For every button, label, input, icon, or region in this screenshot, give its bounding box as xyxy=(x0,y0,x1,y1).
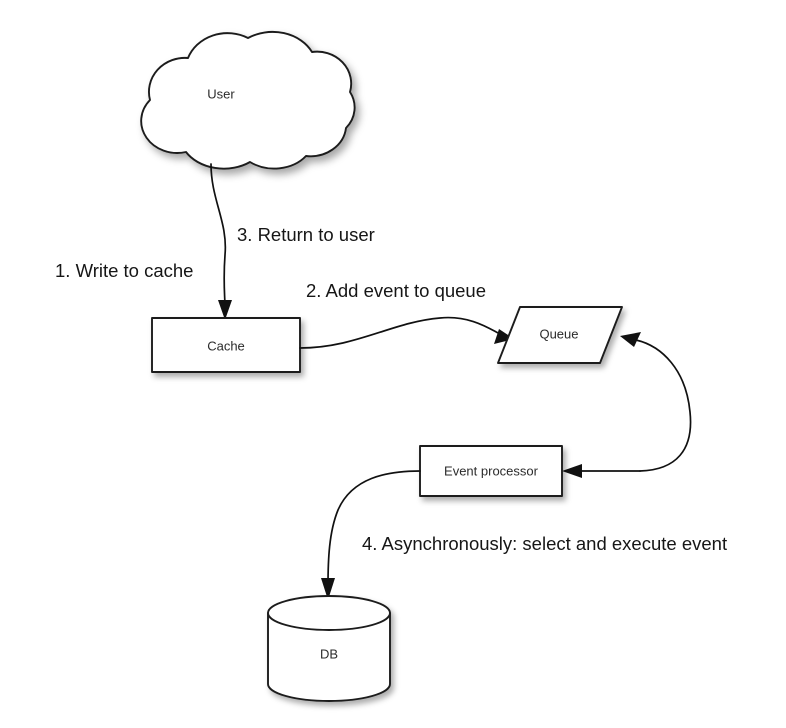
node-queue-label: Queue xyxy=(539,326,578,341)
step-label-1: 1. Write to cache xyxy=(55,260,193,281)
node-db-label: DB xyxy=(320,646,338,661)
edge-processor-to-queue xyxy=(620,332,692,472)
arrowhead-queue-to-processor xyxy=(562,464,582,478)
node-event-processor-label: Event processor xyxy=(444,463,539,478)
step-label-2: 2. Add event to queue xyxy=(306,280,486,301)
node-event-processor[interactable]: Event processor xyxy=(419,445,563,497)
edge-processor-to-db xyxy=(321,470,421,600)
step-label-3: 3. Return to user xyxy=(237,224,375,245)
arrowhead-processor-to-db xyxy=(321,578,335,600)
edge-cache-to-queue xyxy=(299,316,514,349)
node-cache-label: Cache xyxy=(207,338,245,353)
node-user-label: User xyxy=(207,86,235,101)
node-user[interactable]: User xyxy=(140,30,356,170)
node-cache[interactable]: Cache xyxy=(151,317,301,373)
arrowhead-user-to-cache xyxy=(218,300,232,320)
step-label-4: 4. Asynchronously: select and execute ev… xyxy=(362,533,727,554)
edge-queue-to-processor xyxy=(562,464,641,478)
edge-user-to-cache xyxy=(210,163,232,320)
node-queue[interactable]: Queue xyxy=(497,306,623,364)
arrowhead-processor-to-queue xyxy=(620,332,641,347)
node-db[interactable]: DB xyxy=(267,595,391,702)
